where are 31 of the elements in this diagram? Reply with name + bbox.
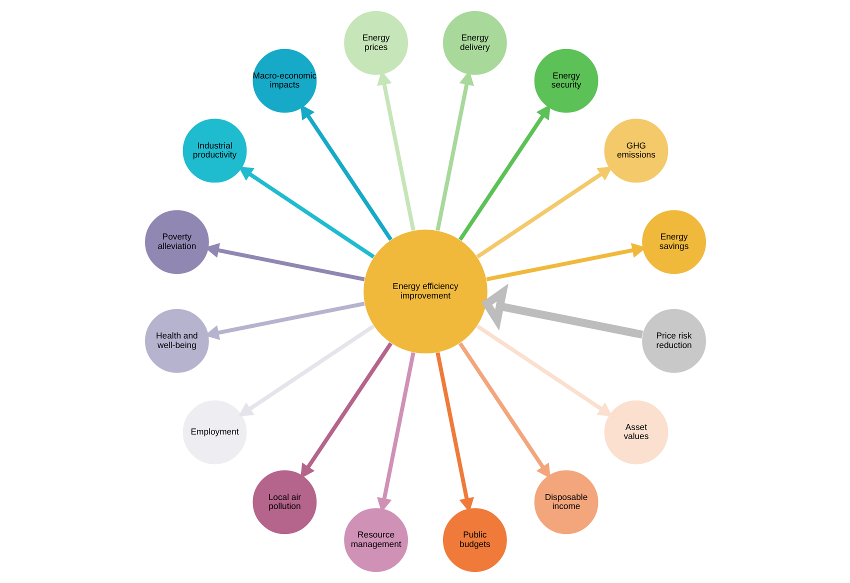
arrow — [238, 166, 374, 259]
arrow — [238, 324, 374, 417]
node-circle: Energy savings — [640, 209, 706, 275]
arrow — [435, 70, 474, 231]
arrow — [376, 352, 415, 512]
node-circle: Health and well-being — [144, 308, 210, 374]
node-circle: GHG emissions — [603, 118, 668, 184]
node-circle: Resource management — [342, 507, 408, 573]
arrow — [300, 342, 392, 479]
node-circle: Industrial productivity — [182, 118, 247, 184]
node-circle: Price risk reduction — [640, 308, 706, 374]
arrow — [480, 284, 643, 339]
arrow — [376, 70, 415, 231]
node-circle: Employment — [182, 400, 247, 465]
node-circle: Energy prices — [342, 10, 408, 76]
arrow — [476, 166, 612, 259]
arrow — [458, 104, 550, 241]
node-circle: Poverty alleviation — [144, 209, 210, 275]
arrow — [486, 242, 646, 282]
arrow — [458, 342, 550, 479]
node-circle: Local air pollution — [252, 470, 317, 535]
arrow — [435, 352, 474, 512]
node-circle: Public budgets — [442, 507, 508, 573]
node-circle: Asset values — [603, 400, 668, 465]
arrow — [300, 104, 392, 241]
node-circle: Disposable income — [533, 470, 598, 535]
node-circle: Energy efficiency improvement — [362, 228, 488, 354]
arrow — [476, 324, 612, 417]
node-circle: Energy security — [533, 48, 598, 114]
node-circle: Macro-economic impacts — [252, 48, 317, 114]
node-circle: Energy delivery — [442, 10, 508, 76]
